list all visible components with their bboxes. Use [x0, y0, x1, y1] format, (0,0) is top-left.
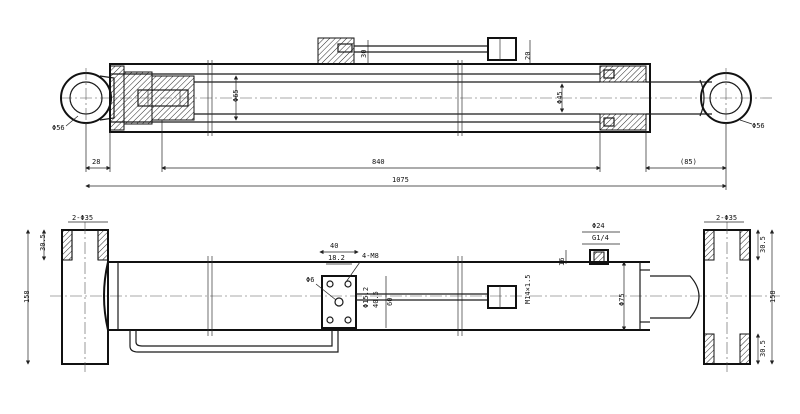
- bore-dia-label: Φ65: [232, 89, 240, 102]
- right-height-label: 158: [769, 290, 777, 303]
- piston-rod: [646, 79, 712, 117]
- right-top-label: 30.5: [759, 236, 767, 253]
- rod-extension-label: (85): [680, 158, 697, 166]
- cylinder-tube: [103, 256, 650, 336]
- left-top-label: 30.5: [39, 234, 47, 251]
- port-height-label: 16: [558, 258, 566, 266]
- oil-port: [589, 249, 609, 265]
- right-bottom-label: 30.5: [759, 340, 767, 357]
- left-bore-label: 2-Φ35: [72, 214, 93, 222]
- block-inner-label: 18.2: [328, 254, 345, 262]
- total-length-label: 1075: [392, 176, 409, 184]
- right-bore-label: 2-Φ35: [716, 214, 737, 222]
- eye-right-dia-label: Φ56: [752, 122, 765, 130]
- port-thread-label: G1/4: [592, 234, 609, 242]
- block-thread-label: 4-M8: [362, 252, 379, 260]
- hydraulic-pipe: [129, 330, 339, 353]
- block-dim2-label: 40.5: [372, 291, 380, 308]
- eye-left-dia-label: Φ56: [52, 124, 65, 132]
- block-hole-label: Φ6: [306, 276, 314, 284]
- left-height-label: 158: [23, 290, 31, 303]
- eye-offset-label: 28: [92, 158, 100, 166]
- bottom-view: 2-Φ35 30.5 158 40 18.2 4-M8 Φ6 Φ15.2 40.…: [23, 214, 780, 372]
- rod-thread-label: M14×1.5: [524, 274, 532, 304]
- block-dim3-label: 60: [386, 298, 394, 306]
- valve-height-label: 20: [524, 52, 532, 60]
- valve-block-front: [321, 275, 517, 329]
- block-dim1-label: Φ15.2: [362, 287, 370, 308]
- valve-block: [317, 37, 517, 65]
- cylinder-body: [109, 60, 651, 136]
- port-offset-label: 30: [360, 50, 368, 58]
- port-dia-label: Φ24: [592, 222, 605, 230]
- rod-end: [650, 222, 751, 372]
- top-view: Φ56 Φ56 Φ65 Φ45 30 20 28 840 (85) 1075: [52, 37, 775, 190]
- tube-dia-label: Φ75: [618, 293, 626, 306]
- right-eye: [700, 68, 752, 128]
- rod-dia-label: Φ45: [556, 91, 564, 104]
- block-width-label: 40: [330, 242, 338, 250]
- left-clevis: [61, 222, 109, 372]
- stroke-length-label: 840: [372, 158, 385, 166]
